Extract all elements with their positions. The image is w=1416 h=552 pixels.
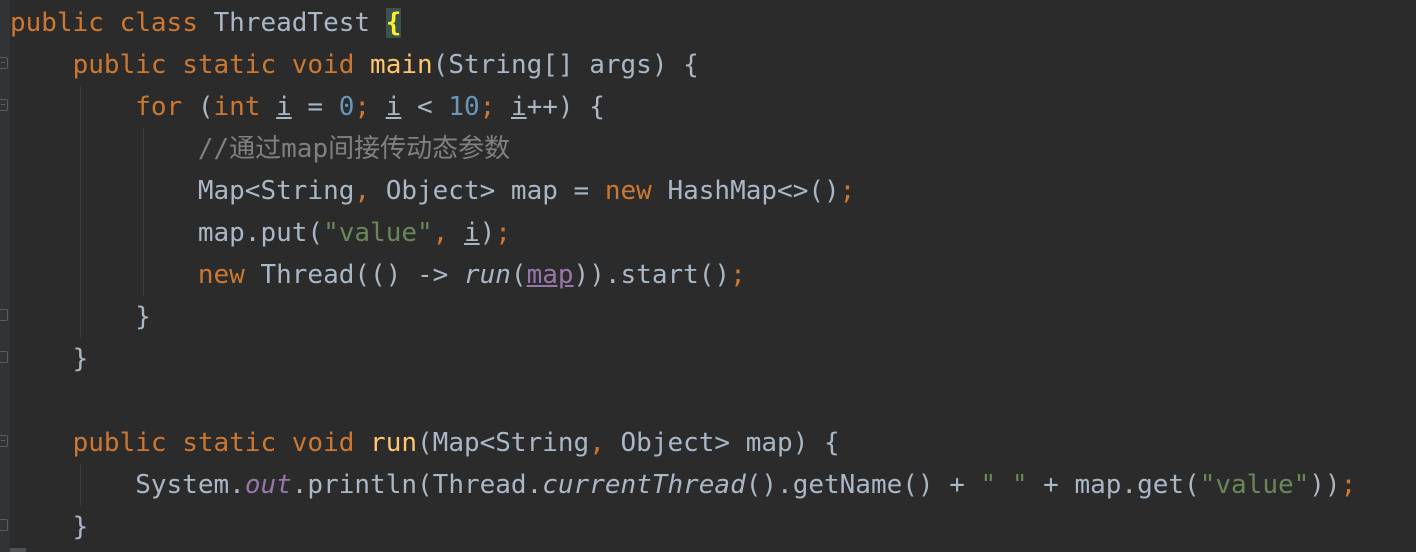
code-token: ().getName() +	[745, 470, 981, 500]
fold-end-marker-icon[interactable]	[0, 309, 8, 321]
code-token: ;	[354, 92, 386, 122]
code-line[interactable]: public class ThreadTest {	[10, 2, 1356, 44]
code-token: (Map<String	[417, 428, 590, 458]
code-token: out	[244, 470, 292, 500]
code-token: ;	[839, 176, 856, 206]
indent-guide	[80, 464, 81, 506]
code-token: int	[213, 92, 277, 122]
code-token: Thread(() ->	[260, 260, 464, 290]
code-token: map	[526, 260, 574, 290]
code-token: run	[370, 428, 418, 458]
code-token: void	[291, 50, 371, 80]
code-token: 10	[448, 92, 480, 122]
fold-marker-icon[interactable]	[0, 435, 8, 447]
code-token: ;	[479, 92, 511, 122]
code-token: ;	[730, 260, 746, 290]
code-token: ,	[589, 428, 621, 458]
code-token: + map.get(	[1027, 470, 1200, 500]
code-token: public	[10, 8, 120, 38]
code-token: ))	[1309, 470, 1341, 500]
code-token: System.	[10, 470, 245, 500]
code-line[interactable]: new Thread(() -> run(map)).start();	[10, 254, 1356, 296]
code-line[interactable]: map.put("value", i);	[10, 212, 1356, 254]
code-line[interactable]: }	[10, 296, 1356, 338]
code-area[interactable]: public class ThreadTest { public static …	[10, 2, 1356, 548]
code-token: main	[370, 50, 433, 80]
code-token: ++) {	[526, 92, 605, 122]
fold-end-marker-icon[interactable]	[0, 519, 8, 531]
code-token: 0	[338, 92, 355, 122]
code-token: Object> map) {	[620, 428, 840, 458]
indent-guide	[143, 128, 144, 296]
code-token: }	[10, 512, 89, 542]
code-token: (	[510, 260, 527, 290]
fold-marker-icon[interactable]	[0, 57, 8, 69]
code-token: ,	[354, 176, 386, 206]
code-token: (	[197, 92, 214, 122]
code-token: HashMap<>()	[667, 176, 840, 206]
indent-guide	[80, 86, 81, 338]
code-token: )).start()	[573, 260, 731, 290]
code-token: Map<String	[10, 176, 355, 206]
code-token: i	[510, 92, 527, 122]
code-token: }	[10, 302, 151, 332]
code-token: (String[] args) {	[432, 50, 699, 80]
code-line[interactable]: //通过map间接传动态参数	[10, 128, 1356, 170]
code-token: "value"	[1199, 470, 1310, 500]
code-token: "value"	[323, 218, 433, 248]
code-line[interactable]: System.out.println(Thread.currentThread(…	[10, 464, 1356, 506]
code-line[interactable]: }	[10, 506, 1356, 548]
scroll-marker	[10, 548, 26, 552]
code-token: }	[10, 344, 89, 374]
code-token: ThreadTest	[213, 8, 386, 38]
code-token: " "	[980, 470, 1028, 500]
code-line[interactable]	[10, 380, 1356, 422]
code-line[interactable]: }	[10, 338, 1356, 380]
code-token: Object> map =	[385, 176, 605, 206]
code-token: void	[291, 428, 371, 458]
code-token: ,	[432, 218, 464, 248]
code-token: ;	[495, 218, 511, 248]
fold-end-marker-icon[interactable]	[0, 351, 8, 363]
code-line[interactable]: public static void main(String[] args) {	[10, 44, 1356, 86]
code-token: new	[604, 176, 668, 206]
code-token: class	[119, 8, 214, 38]
code-token: //通过map间接传动态参数	[10, 134, 511, 164]
code-token: new	[10, 260, 261, 290]
editor-gutter	[0, 0, 10, 552]
code-line[interactable]: for (int i = 0; i < 10; i++) {	[10, 86, 1356, 128]
code-token: ;	[1340, 470, 1357, 500]
code-token: currentThread	[542, 470, 746, 500]
fold-marker-icon[interactable]	[0, 99, 8, 111]
code-token: for	[10, 92, 198, 122]
code-token: static	[182, 50, 292, 80]
code-token: .println(Thread.	[291, 470, 543, 500]
code-token: run	[463, 260, 511, 290]
code-token: {	[385, 8, 402, 38]
code-line[interactable]: public static void run(Map<String, Objec…	[10, 422, 1356, 464]
code-token: )	[479, 218, 496, 248]
code-token: i	[276, 92, 292, 122]
code-token: i	[385, 92, 402, 122]
code-token: <	[401, 92, 449, 122]
code-token: public	[10, 50, 183, 80]
code-token: map.put(	[10, 218, 324, 248]
code-token: i	[463, 218, 480, 248]
code-token: =	[291, 92, 339, 122]
code-line[interactable]: Map<String, Object> map = new HashMap<>(…	[10, 170, 1356, 212]
code-token: public	[10, 428, 183, 458]
code-token: static	[182, 428, 292, 458]
